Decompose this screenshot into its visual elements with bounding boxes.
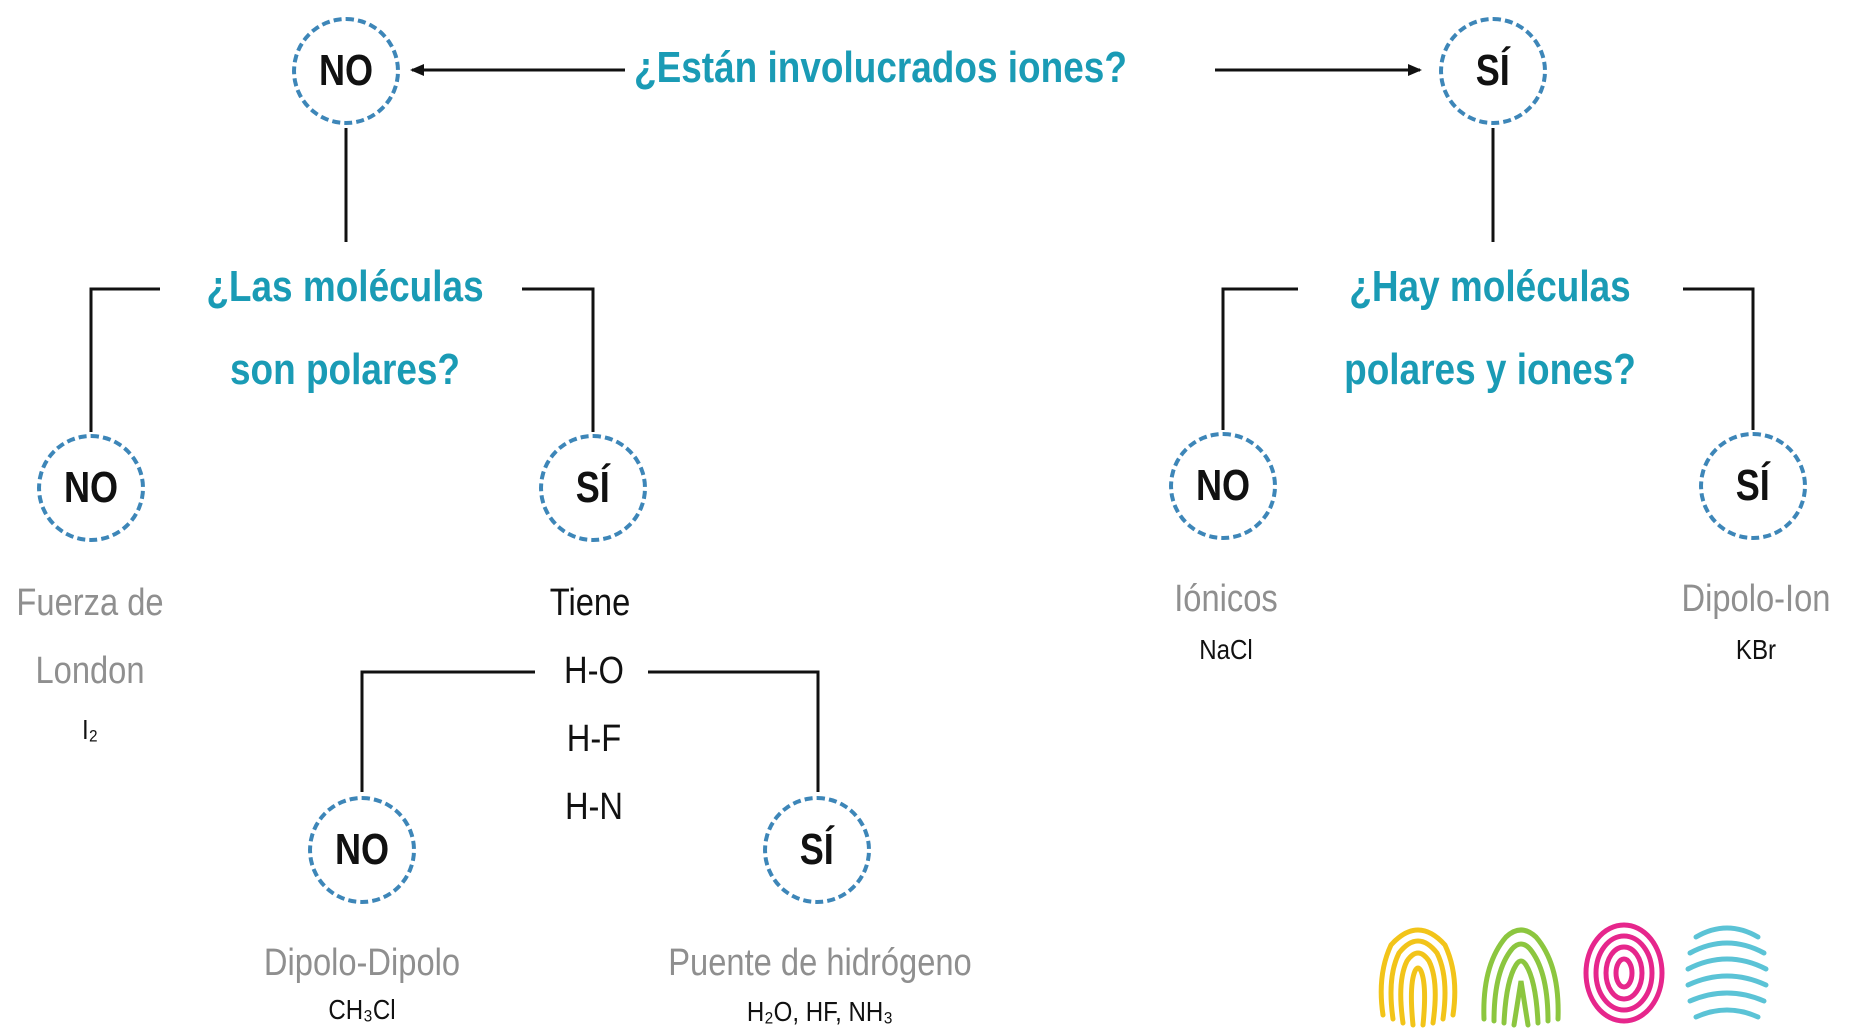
fingerprint-icon-green [1481, 927, 1561, 1028]
result-london-line2: London [35, 650, 145, 692]
result-dipole: Dipolo-Dipolo [263, 942, 461, 984]
tiene-label: Tiene [549, 582, 631, 624]
result-london-line1: Fuerza de [16, 582, 164, 624]
example-ionic: NaCl [1199, 634, 1253, 665]
result-hbond: Puente de hidrógeno [668, 942, 972, 984]
node-polar-si: SÍ [539, 434, 647, 542]
node-ionic-si: SÍ [1699, 432, 1807, 540]
question-polar-ions-line1: ¿Hay moléculas [1349, 262, 1631, 311]
result-ionic: Iónicos [1174, 578, 1278, 620]
node-ionic-no: NO [1169, 432, 1277, 540]
example-london: I₂ [81, 714, 99, 745]
example-hbond: H₂O, HF, NH₃ [746, 996, 894, 1027]
node-polar-no: NO [37, 434, 145, 542]
example-dipole: CH₃Cl [328, 994, 396, 1025]
fingerprint-icon-magenta [1583, 922, 1665, 1024]
tiene-bond-hf: H-F [566, 718, 622, 760]
tiene-bond-hn: H-N [564, 786, 624, 828]
fingerprint-icon-cyan [1685, 925, 1769, 1020]
node-top-si: SÍ [1439, 17, 1547, 125]
node-hbond-si: SÍ [763, 796, 871, 904]
question-polar-ions-line2: polares y iones? [1344, 345, 1636, 394]
example-dipole-ion: KBr [1735, 634, 1777, 665]
tiene-bond-ho: H-O [564, 650, 624, 692]
question-polar-line1: ¿Las moléculas [206, 262, 484, 311]
node-top-no: NO [292, 17, 400, 125]
fingerprint-icon-yellow [1378, 927, 1458, 1028]
question-ions: ¿Están involucrados iones? [634, 43, 1127, 92]
node-hbond-no: NO [308, 796, 416, 904]
result-dipole-ion: Dipolo-Ion [1681, 578, 1831, 620]
question-polar-line2: son polares? [229, 345, 461, 394]
